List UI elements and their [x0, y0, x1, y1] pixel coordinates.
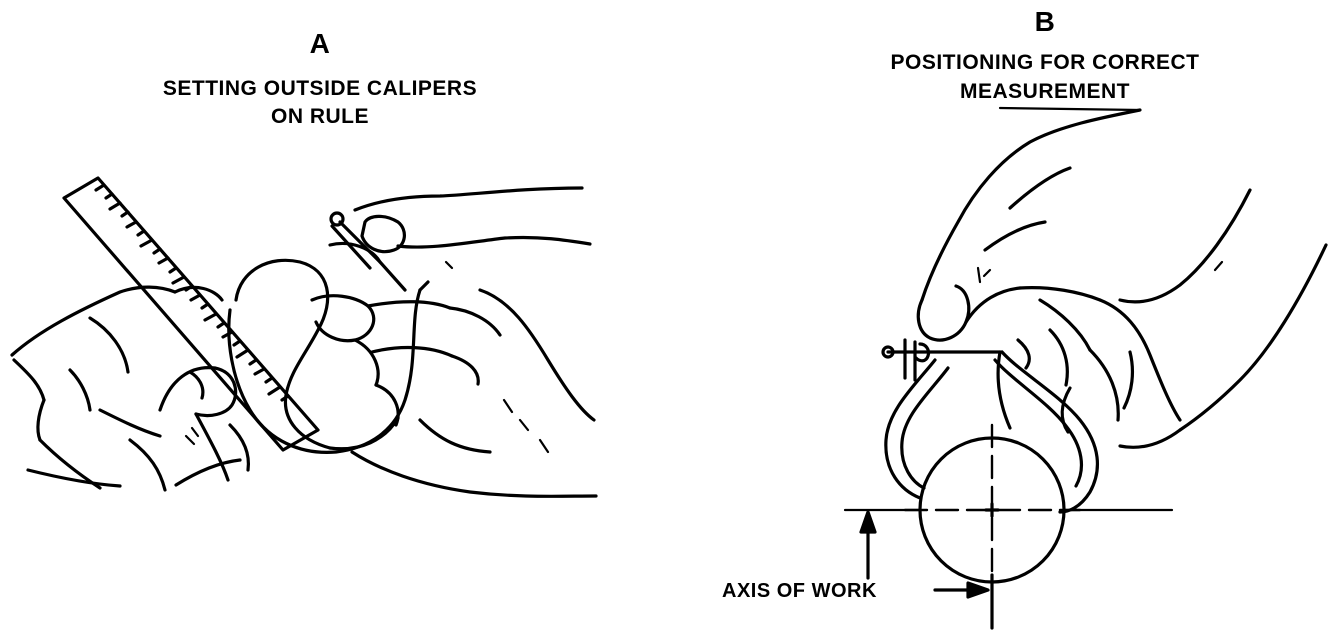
dimension-arrow-up: [861, 512, 875, 578]
steel-rule: [64, 178, 318, 450]
panel-a-drawing: [12, 178, 596, 496]
outside-caliper-b: [883, 340, 1097, 512]
right-hand-b: [918, 110, 1326, 447]
panel-b-drawing: [845, 108, 1326, 628]
work-piece: [905, 425, 1080, 595]
rule-graduations: [96, 185, 288, 400]
right-hand: [312, 188, 596, 496]
caption-leader-line: [1000, 108, 1140, 110]
left-hand: [12, 287, 248, 490]
